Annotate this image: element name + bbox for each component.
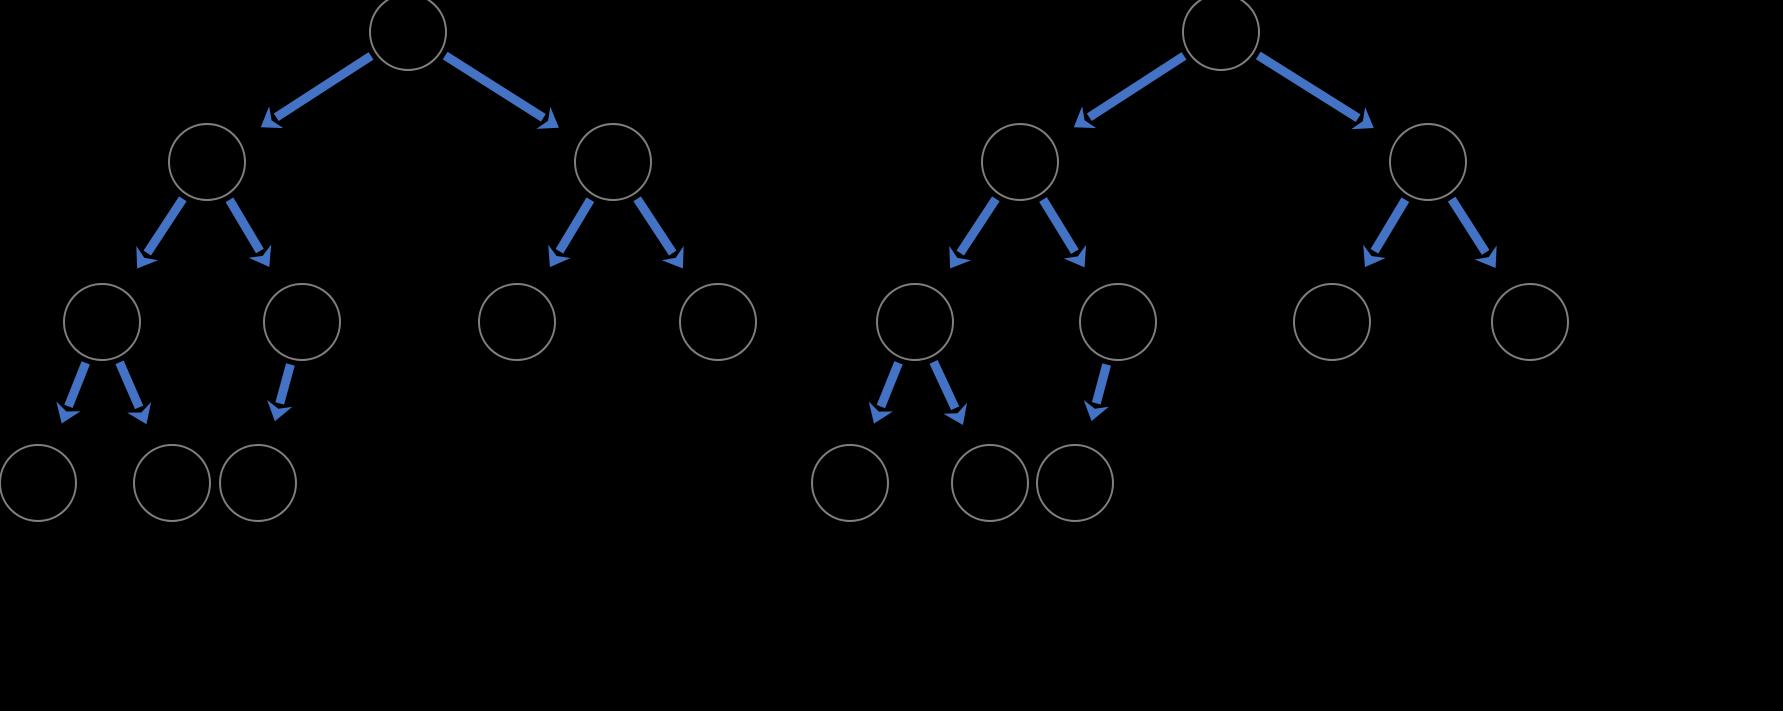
tree-edge (1039, 197, 1087, 268)
tree-edge (1447, 196, 1497, 269)
tree-node[interactable] (679, 283, 757, 361)
tree-node[interactable] (478, 283, 556, 361)
nodes-layer (0, 0, 1569, 522)
node-circle[interactable] (1491, 283, 1569, 361)
tree-node[interactable] (811, 444, 889, 522)
arrowhead-icon (943, 402, 968, 425)
tree-node[interactable] (574, 123, 652, 201)
tree-edge (548, 197, 595, 268)
tree-edge (56, 361, 90, 424)
node-circle[interactable] (63, 283, 141, 361)
node-circle[interactable] (263, 283, 341, 361)
arrowhead-icon (260, 106, 284, 129)
tree-node[interactable] (1389, 123, 1467, 201)
tree-edge (1073, 52, 1187, 129)
tree-node[interactable] (876, 283, 954, 361)
tree-node[interactable] (981, 123, 1059, 201)
node-circle[interactable] (679, 283, 757, 361)
arrowhead-icon (868, 401, 893, 424)
tree-edge (633, 196, 684, 269)
arrowhead-icon (661, 245, 684, 269)
node-circle[interactable] (1079, 283, 1157, 361)
arrowhead-icon (548, 244, 571, 268)
tree-node[interactable] (951, 444, 1029, 522)
tree-edge (1255, 51, 1374, 130)
node-circle[interactable] (0, 444, 77, 522)
node-circle[interactable] (133, 444, 211, 522)
tree-node[interactable] (133, 444, 211, 522)
node-circle[interactable] (1293, 283, 1371, 361)
tree-edge (225, 197, 272, 267)
tree-edge (260, 52, 374, 129)
tree-edge (267, 363, 295, 422)
arrowhead-icon (1351, 107, 1374, 130)
arrowhead-icon (1474, 245, 1497, 269)
tree-node[interactable] (168, 123, 246, 201)
tree-node[interactable] (63, 283, 141, 361)
tree-edge (868, 361, 903, 424)
arrowhead-icon (1063, 244, 1087, 268)
tree-edge (1363, 197, 1410, 268)
node-circle[interactable] (876, 283, 954, 361)
tree-edge (115, 360, 152, 425)
arrowhead-icon (136, 245, 159, 269)
node-circle[interactable] (981, 123, 1059, 201)
tree-node[interactable] (1079, 283, 1157, 361)
tree-edge (442, 51, 559, 129)
node-circle[interactable] (1389, 123, 1467, 201)
node-circle[interactable] (478, 283, 556, 361)
arrowhead-icon (536, 106, 559, 129)
arrowhead-icon (127, 402, 152, 425)
node-circle[interactable] (811, 444, 889, 522)
node-circle[interactable] (219, 444, 297, 522)
node-circle[interactable] (1182, 0, 1260, 71)
arrowhead-icon (1083, 399, 1109, 422)
arrowhead-icon (267, 400, 293, 422)
tree-edge (1083, 363, 1111, 422)
node-circle[interactable] (574, 123, 652, 201)
tree-edge (949, 196, 1000, 269)
tree-node[interactable] (1182, 0, 1260, 71)
node-circle[interactable] (168, 123, 246, 201)
node-circle[interactable] (1036, 444, 1114, 522)
arrowhead-icon (1363, 244, 1386, 268)
node-circle[interactable] (951, 444, 1029, 522)
tree-node[interactable] (369, 0, 447, 71)
tree-edge (929, 359, 968, 425)
arrowhead-icon (248, 244, 272, 267)
tree-node[interactable] (1293, 283, 1371, 361)
tree-node[interactable] (0, 444, 77, 522)
tree-edge (136, 196, 187, 269)
node-circle[interactable] (369, 0, 447, 71)
tree-node[interactable] (1036, 444, 1114, 522)
edges-layer (56, 51, 1497, 425)
arrowhead-icon (949, 245, 972, 269)
arrowhead-icon (56, 401, 81, 424)
arrowhead-icon (1073, 106, 1097, 129)
tree-node[interactable] (219, 444, 297, 522)
tree-node[interactable] (1491, 283, 1569, 361)
tree-node[interactable] (263, 283, 341, 361)
